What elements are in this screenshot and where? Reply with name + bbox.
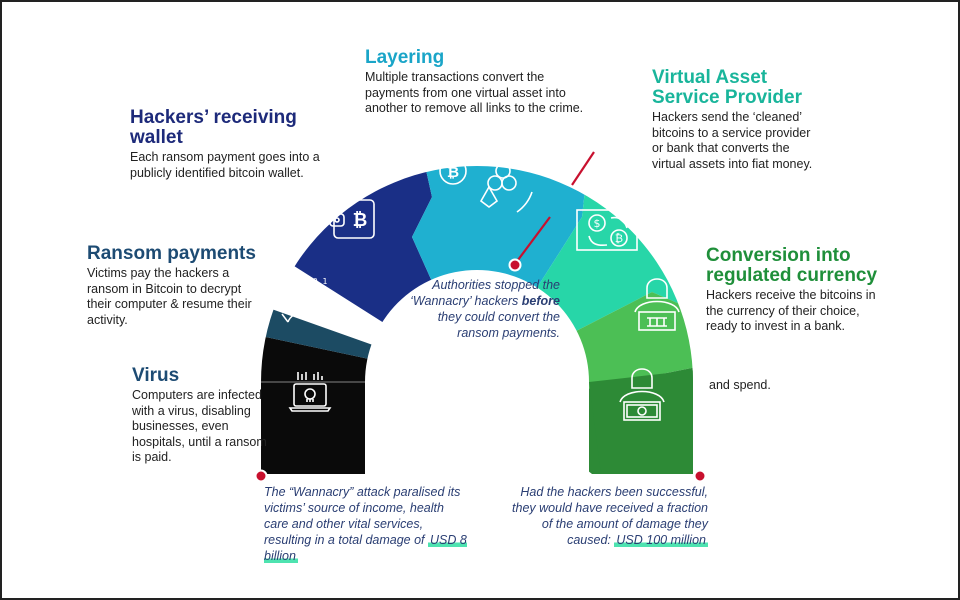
segment-spend-wedge: [589, 367, 693, 474]
svg-text:₿: ₿: [615, 232, 623, 245]
stage-description: and spend.: [709, 378, 771, 392]
stage-vasp: Virtual Asset Service Provider Hackers s…: [652, 68, 822, 172]
marker-lines: [514, 151, 595, 265]
bitcoin-wallet-icon: ₿: [329, 199, 375, 239]
stage-description: Each ransom payment goes into a publicly…: [130, 150, 320, 180]
stage-description: Computers are infected with a virus, dis…: [132, 388, 267, 464]
hacker-cash-icon: [619, 368, 665, 421]
center-note-text: Authorities stopped the ‘Wannacry’ hacke…: [410, 278, 560, 308]
laptop-skull-icon: [288, 372, 332, 412]
marker-dot-right: [693, 469, 707, 483]
stage-description: Hackers receive the bitcoins in the curr…: [706, 288, 876, 333]
svg-text:$: $: [594, 217, 601, 230]
crypto-exchange-icon: ₿: [421, 141, 533, 213]
center-note-emphasis: before: [521, 294, 560, 308]
stage-title: Ransom payments: [87, 243, 256, 264]
left-note-text: The “Wannacry” attack paralised its vict…: [264, 485, 461, 547]
stage-title: Virus: [132, 365, 180, 386]
marker-dot-center: [508, 258, 522, 272]
stage-description: Multiple transactions convert the paymen…: [365, 70, 584, 115]
right-note-text: Had the hackers been successful, they wo…: [512, 485, 708, 547]
hacker-binary-icon: 1 0 1 0 1 0 1 0 1 0: [281, 277, 328, 323]
stage-conversion: Conversion into regulated currency Hacke…: [706, 246, 891, 335]
right-fraction-note: Had the hackers been successful, they wo…: [502, 484, 708, 548]
svg-text:₿: ₿: [353, 210, 368, 231]
left-damage-note: The “Wannacry” attack paralised its vict…: [264, 484, 469, 564]
stage-title: Hackers’ receiving wallet: [130, 107, 297, 148]
stage-description: Victims pay the hackers a ransom in Bitc…: [87, 266, 252, 327]
svg-text:1 0 1 0 1: 1 0 1 0 1: [284, 277, 328, 286]
stage-layering: Layering Multiple transactions convert t…: [365, 48, 597, 117]
stage-description: Hackers send the ‘cleaned’ bitcoins to a…: [652, 110, 813, 171]
segment-ransom-payments: [261, 238, 477, 382]
center-note-text-end: they could convert the ransom payments.: [437, 310, 560, 340]
svg-text:₿: ₿: [447, 163, 459, 181]
marker-dot-left: [254, 469, 268, 483]
svg-text:0 1 0 1 0: 0 1 0 1 0: [284, 285, 328, 294]
currency-exchange-icon: $ ₿: [576, 209, 638, 251]
stage-title: Conversion into regulated currency: [706, 245, 878, 286]
stage-receiving-wallet: Hackers’ receiving wallet Each ransom pa…: [130, 108, 320, 181]
stage-title: Layering: [365, 47, 445, 68]
stage-virus: Virus Computers are infected with a viru…: [132, 366, 267, 466]
center-note: Authorities stopped the ‘Wannacry’ hacke…: [400, 277, 560, 341]
stage-spend: and spend.: [709, 376, 829, 394]
stage-title: Virtual Asset Service Provider: [652, 67, 802, 108]
stage-ransom-payments: Ransom payments Victims pay the hackers …: [87, 244, 262, 328]
fraction-amount: USD 100 million: [614, 533, 708, 547]
hacker-bank-icon: [634, 278, 680, 331]
